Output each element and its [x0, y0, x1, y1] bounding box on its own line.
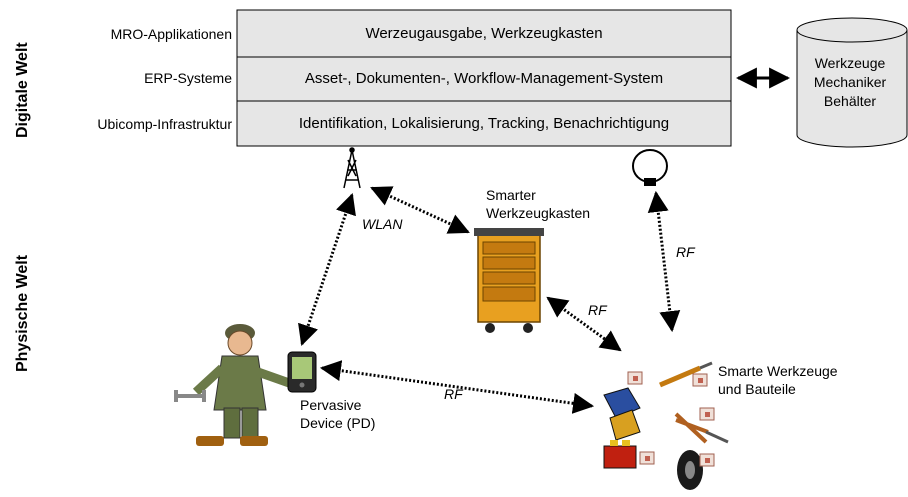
dotted-links — [298, 186, 681, 414]
link-reader-tools — [647, 190, 681, 333]
rf-reader-label: RF — [676, 244, 695, 260]
toolbox-label-line1: Smarter — [486, 187, 536, 203]
layer-mro-content: Werzeugausgabe, Werkzeugkasten — [365, 25, 603, 42]
layer-ubicomp-content: Identifikation, Lokalisierung, Tracking,… — [298, 115, 670, 132]
toolbox-icon — [474, 228, 544, 333]
tools-label-line2: und Bauteile — [718, 381, 796, 397]
link-antenna-pda — [298, 193, 356, 346]
smart-tools-icon — [603, 361, 729, 490]
link-antenna-toolbox — [370, 186, 470, 234]
layer-stack — [236, 9, 732, 147]
layer-ubicomp-box — [236, 100, 732, 147]
layer-mro-label: MRO-Applikationen — [110, 26, 232, 42]
physical-world-label: Physische Welt — [14, 254, 31, 372]
layer-ubicomp-label: Ubicomp-Infrastruktur — [97, 116, 232, 132]
device-label-line1: Pervasive — [300, 397, 362, 413]
pda-device-icon — [287, 351, 317, 393]
tools-label-line1: Smarte Werkzeuge — [718, 363, 838, 379]
device-label: Pervasive Device (PD) — [300, 396, 375, 432]
layer-erp-content: Asset-, Dokumenten-, Workflow-Management… — [304, 70, 664, 87]
antenna-icon — [343, 147, 361, 189]
rf-toolbox-label: RF — [588, 302, 607, 318]
database-line-mechaniker: Mechaniker — [813, 74, 887, 90]
rf-device-label: RF — [444, 386, 463, 402]
database-line-behaelter: Behälter — [823, 93, 877, 109]
digital-world-label: Digitale Welt — [14, 42, 31, 138]
toolbox-label: Smarter Werkzeugkasten — [486, 186, 590, 222]
link-pda-tools — [319, 360, 595, 414]
layer-erp-label: ERP-Systeme — [144, 70, 232, 86]
toolbox-label-line2: Werkzeugkasten — [486, 205, 591, 221]
wlan-label: WLAN — [362, 216, 403, 232]
database-label: Werkzeuge Mechaniker Behälter — [800, 54, 900, 111]
rf-reader-icon — [632, 149, 668, 186]
layer-mro-box — [236, 9, 732, 58]
mechanic-icon — [174, 324, 294, 446]
link-toolbox-tools — [546, 296, 622, 352]
tools-label: Smarte Werkzeuge und Bauteile — [718, 362, 838, 398]
layer-erp-box — [236, 56, 732, 102]
device-label-line2: Device (PD) — [300, 415, 376, 431]
database-cylinder — [796, 17, 908, 148]
database-line-werkzeuge: Werkzeuge — [814, 55, 886, 71]
